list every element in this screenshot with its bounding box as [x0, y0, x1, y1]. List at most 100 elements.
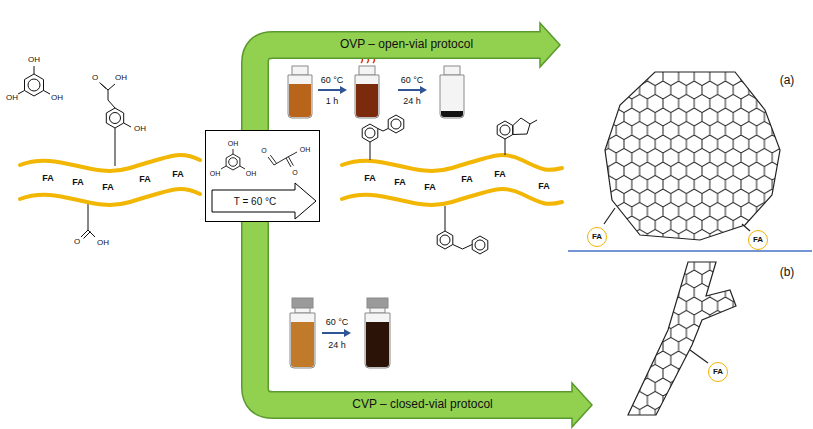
fa-unit-label: FA: [538, 182, 550, 191]
product-structure: (b) FA: [592, 256, 812, 428]
atom-label: O: [92, 74, 98, 82]
fa-unit-label: FA: [102, 183, 114, 192]
dried-vial: [441, 111, 463, 117]
polymer-chain: [20, 155, 200, 205]
heated-vial: [355, 51, 379, 118]
fa-unit-label: FA: [139, 175, 151, 184]
atom-label: OH: [6, 94, 18, 102]
polymer-chain: [342, 155, 562, 205]
open-vial: [288, 75, 312, 118]
grafted-structures: [370, 129, 388, 161]
polymer-chain-band: FA FA FA FA FA: [15, 145, 200, 215]
atom-label: O: [74, 238, 80, 246]
closed-vial: [367, 298, 388, 308]
grafted-structures: [445, 206, 472, 249]
closed-vial: [366, 322, 389, 367]
condition-label: 24 h: [328, 341, 346, 350]
grafted-acid-structure: [100, 83, 132, 167]
condition-label: 24 h: [403, 97, 421, 106]
process-arrow-outline: [255, 45, 540, 130]
condition-label: 60 °C: [326, 318, 349, 327]
heated-vial: [356, 84, 378, 117]
atom-label: OH: [134, 125, 146, 133]
grafted-acid-structure: [81, 204, 95, 239]
atom-label: OH: [115, 74, 127, 82]
polymer-chain-band: FAFAFAFAFAFA: [335, 122, 565, 262]
heated-vial: [355, 75, 379, 118]
carbon-network: [628, 262, 736, 415]
fa-unit-label: FA: [42, 174, 54, 183]
dried-vial: [440, 66, 464, 118]
polymer-chain: [20, 155, 200, 171]
condition-label: 60 °C: [321, 76, 344, 85]
fa-unit-label: FA: [172, 170, 184, 179]
closed-vial: [365, 298, 390, 368]
grafted-structures: [440, 235, 450, 245]
process-arrow: [255, 222, 592, 427]
arrow-head: [540, 23, 560, 67]
carbon-network: [605, 72, 780, 240]
grafted-structures: [391, 119, 401, 129]
atom-label: OH: [97, 239, 109, 247]
step-arrow: [340, 86, 347, 94]
atom-label: OH: [28, 56, 40, 64]
grafted-acid-structure: [106, 108, 123, 128]
reagent-structures: [221, 149, 245, 169]
separator-line: [568, 250, 812, 252]
process-arrow-body: [255, 45, 542, 130]
fa-unit-label: FA: [461, 175, 473, 184]
atom-label: OH: [228, 140, 239, 147]
grafted-structures: [475, 240, 485, 250]
grafted-acid-structure: [81, 83, 131, 239]
dried-vial: [444, 66, 460, 75]
phloroglucinol-structure: [18, 66, 50, 96]
step-arrow: [420, 86, 427, 94]
grafted-structures: [362, 115, 537, 254]
grafted-structures: [362, 124, 378, 142]
grafted-structures: [505, 139, 506, 155]
fa-circle-label: FA: [587, 227, 607, 247]
phloroglucinol-structure: [25, 74, 44, 96]
fa-unit-label: FA: [424, 183, 436, 192]
atom-label: O: [292, 169, 297, 176]
closed-vial: [290, 313, 315, 368]
fa-unit-label: FA: [72, 178, 84, 187]
atom-label: OH: [51, 94, 63, 102]
fa-unit-label: FA: [494, 170, 506, 179]
closed-vial: [365, 313, 390, 368]
protocol-label: CVP – closed-vial protocol: [348, 397, 497, 412]
carbon-network: [628, 262, 736, 415]
closed-vial: [370, 308, 385, 313]
atom-label: OH: [246, 170, 257, 177]
open-vial: [289, 84, 311, 117]
process-arrow-body: [255, 222, 574, 405]
grafted-structures: [365, 128, 375, 138]
closed-vial: [292, 298, 313, 308]
closed-vial: [290, 298, 315, 368]
fa-circle-label: FA: [708, 362, 728, 382]
carbon-network: [604, 208, 750, 231]
fa-circle-label: FA: [748, 230, 768, 250]
step-arrow: [318, 90, 420, 333]
panel-letter: (a): [780, 74, 795, 86]
polymer-chain: [342, 189, 562, 205]
grafted-structures: [437, 231, 453, 249]
condition-label: T = 60 °C: [234, 197, 276, 207]
polymer-chain: [342, 155, 562, 171]
grafted-structures: [513, 118, 530, 135]
fa-unit-label: FA: [364, 174, 376, 183]
arrow-head: [572, 383, 592, 427]
carbon-network: [604, 72, 780, 240]
panel-letter: (b): [780, 266, 795, 278]
closed-vial: [295, 308, 310, 313]
heated-vial: [359, 66, 375, 75]
reagent-structures: [221, 149, 297, 170]
dried-vial: [440, 75, 464, 118]
condition-label: 1 h: [326, 97, 339, 106]
atom-label: O: [261, 147, 266, 154]
protocol-label: OVP – open-vial protocol: [336, 37, 477, 52]
step-arrow: [344, 329, 351, 337]
